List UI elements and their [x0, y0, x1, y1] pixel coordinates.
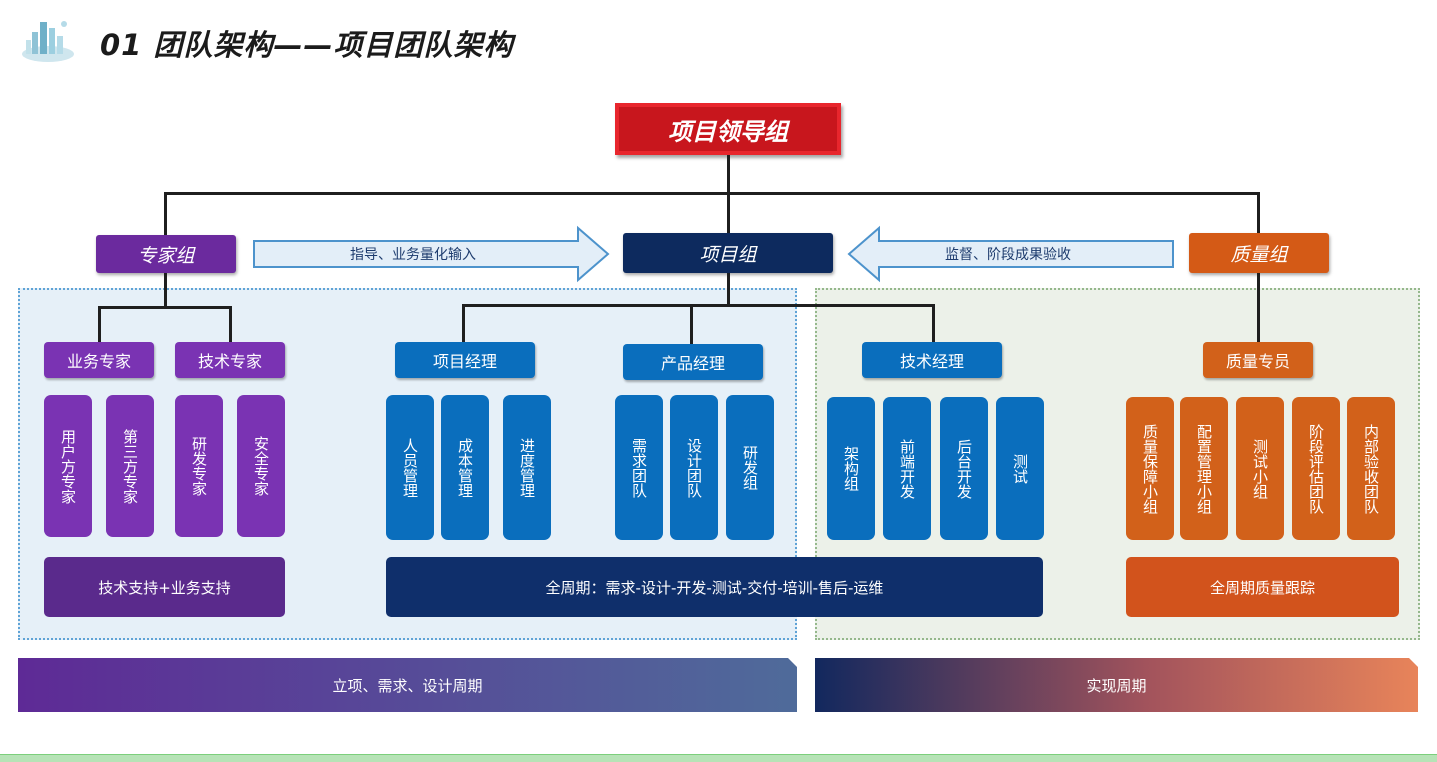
expert-member: 研发专家	[175, 395, 223, 537]
expert-member: 安全专家	[237, 395, 285, 537]
connector-line	[229, 306, 232, 344]
lifecycle-bar: 全周期：需求-设计-开发-测试-交付-培训-售后-运维	[386, 557, 1043, 617]
product-member: 需求团队	[615, 395, 663, 540]
expert-group-box: 专家组	[96, 235, 236, 273]
right-arrow-icon	[253, 225, 610, 283]
business-expert-role: 业务专家	[44, 342, 154, 378]
tech-member: 测试	[996, 397, 1044, 540]
connector-line	[690, 304, 693, 344]
tech-expert-role: 技术专家	[175, 342, 285, 378]
guidance-arrow-label: 指导、业务量化输入	[350, 247, 476, 263]
connector-line	[462, 304, 465, 342]
quality-group-box: 质量组	[1189, 233, 1329, 273]
page-title: 01 团队架构——项目团队架构	[100, 28, 514, 62]
connector-line	[164, 192, 167, 235]
quality-member: 测试小组	[1236, 397, 1284, 540]
leader-group-box: 项目领导组	[615, 103, 841, 155]
connector-line	[98, 306, 232, 309]
product-member: 设计团队	[670, 395, 718, 540]
quality-member: 配置管理小组	[1180, 397, 1228, 540]
connector-line	[1257, 192, 1260, 235]
quality-member: 阶段评估团队	[1292, 397, 1340, 540]
connector-line	[932, 304, 935, 342]
tech-member: 后台开发	[940, 397, 988, 540]
connector-line	[727, 273, 730, 306]
quality-member: 质量保障小组	[1126, 397, 1174, 540]
expert-member: 第三方专家	[106, 395, 154, 537]
phase-right-label: 实现周期	[1086, 676, 1147, 695]
tech-member: 架构组	[827, 397, 875, 540]
connector-line	[164, 273, 167, 308]
connector-line	[164, 192, 1260, 195]
pm-member: 进度管理	[503, 395, 551, 540]
project-group-box: 项目组	[623, 233, 833, 273]
footer-strip	[0, 754, 1437, 762]
connector-line	[462, 304, 935, 307]
tech-manager-role: 技术经理	[862, 342, 1002, 378]
pm-member: 成本管理	[441, 395, 489, 540]
connector-line	[98, 306, 101, 344]
phase-left-label: 立项、需求、设计周期	[332, 676, 483, 695]
city-skyline-icon	[18, 12, 78, 64]
phase-left-bar	[18, 658, 797, 712]
product-member: 研发组	[726, 395, 774, 540]
pm-member: 人员管理	[386, 395, 434, 540]
tech-member: 前端开发	[883, 397, 931, 540]
expert-support-bar: 技术支持+业务支持	[44, 557, 285, 617]
supervision-arrow-label: 监督、阶段成果验收	[945, 247, 1071, 263]
left-arrow-icon	[847, 225, 1174, 283]
quality-tracking-bar: 全周期质量跟踪	[1126, 557, 1399, 617]
quality-member: 内部验收团队	[1347, 397, 1395, 540]
expert-member: 用户方专家	[44, 395, 92, 537]
product-manager-role: 产品经理	[623, 344, 763, 380]
connector-line	[1257, 273, 1260, 342]
phase-right-bar	[815, 658, 1418, 712]
quality-officer-role: 质量专员	[1203, 342, 1313, 378]
project-manager-role: 项目经理	[395, 342, 535, 378]
